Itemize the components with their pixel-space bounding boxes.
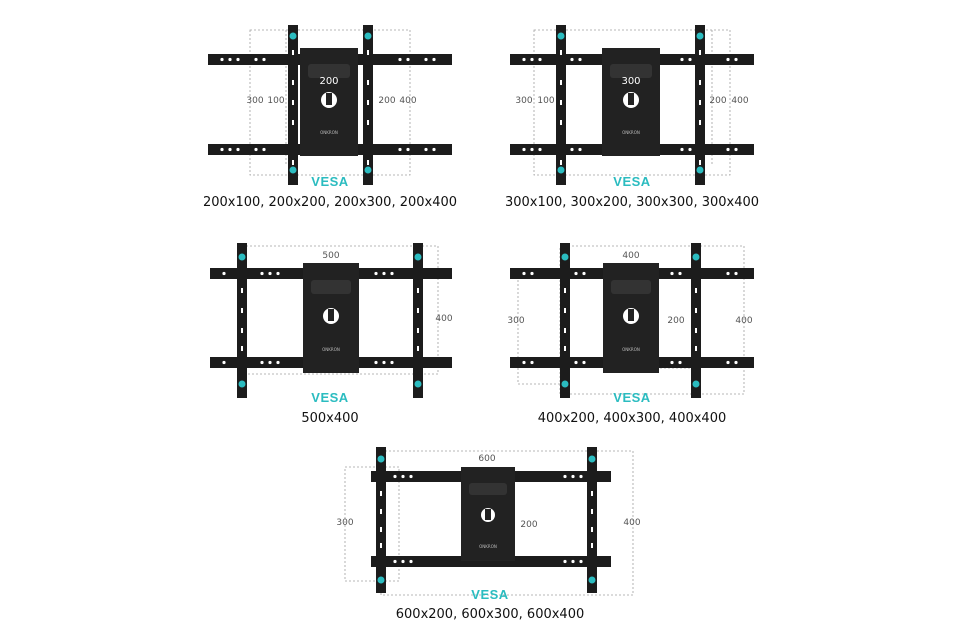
vesa-label: VESA: [311, 390, 349, 405]
screw-marker: [238, 253, 246, 261]
svg-text:ONKRON: ONKRON: [622, 130, 640, 135]
svg-text:ONKRON: ONKRON: [322, 347, 340, 352]
dim-label: 300: [515, 96, 532, 106]
screw-marker: [561, 253, 569, 261]
mount-diagram-2: ONKRON 300 300 100 200 400: [510, 25, 754, 185]
dim-label: 600: [478, 454, 495, 464]
vesa-label: VESA: [471, 587, 509, 602]
dim-label: 100: [267, 96, 284, 106]
screw-marker: [588, 455, 596, 463]
screw-marker: [377, 455, 385, 463]
screw-marker: [364, 166, 372, 174]
left-arm: [237, 243, 247, 398]
dim-label: 400: [623, 518, 640, 528]
sizes-label: 200x100, 200x200, 200x300, 200x400: [202, 195, 458, 210]
sizes-label: 500x400: [301, 411, 359, 426]
mount-diagram-5: ONKRON 600 300 200 400: [336, 447, 641, 596]
dim-label: 300: [621, 76, 640, 87]
vesa-label: VESA: [311, 174, 349, 189]
dim-label: 400: [399, 96, 416, 106]
screw-marker: [364, 32, 372, 40]
bottom-rail: [371, 556, 611, 567]
screw-marker: [696, 166, 704, 174]
dim-label: 400: [622, 251, 639, 261]
screw-marker: [414, 253, 422, 261]
dim-label: 300: [507, 316, 524, 326]
vesa-label: VESA: [613, 390, 651, 405]
dim-label: 400: [435, 314, 452, 324]
right-arm: [691, 243, 701, 398]
dim-label: 200: [667, 316, 684, 326]
screw-marker: [289, 166, 297, 174]
screw-marker: [561, 380, 569, 388]
screw-marker: [692, 253, 700, 261]
vesa-panel-4: ONKRON 400 300 200 400 VESA 400x200, 400…: [502, 238, 762, 428]
dim-label: 300: [336, 518, 353, 528]
dim-label: 200: [378, 96, 395, 106]
vesa-panel-1: ONKRON 200 300 100 200 400 VESA 200x100,…: [200, 20, 460, 220]
mount-diagram-1: ONKRON 200 300 100 200 400: [208, 25, 452, 185]
dim-label: 200: [520, 520, 537, 530]
mount-diagram-4: ONKRON 400 300 200 400: [507, 243, 754, 398]
right-arm: [587, 447, 597, 593]
mount-diagram-3: ONKRON 500 400: [210, 243, 453, 398]
vesa-panel-2: ONKRON 300 300 100 200 400 VESA 300x100,…: [502, 20, 762, 220]
screw-marker: [692, 380, 700, 388]
screw-marker: [588, 576, 596, 584]
svg-text:ONKRON: ONKRON: [622, 347, 640, 352]
dim-label: 300: [246, 96, 263, 106]
left-arm: [560, 243, 570, 398]
svg-text:ONKRON: ONKRON: [320, 130, 338, 135]
sizes-label: 400x200, 400x300, 400x400: [537, 411, 727, 426]
right-arm: [413, 243, 423, 398]
screw-marker: [238, 380, 246, 388]
screw-marker: [377, 576, 385, 584]
left-arm: [376, 447, 386, 593]
svg-text:ONKRON: ONKRON: [479, 544, 497, 549]
screw-marker: [696, 32, 704, 40]
vesa-label: VESA: [613, 174, 651, 189]
dim-label: 500: [322, 251, 339, 261]
dim-label: 400: [735, 316, 752, 326]
sizes-label: 600x200, 600x300, 600x400: [395, 607, 585, 622]
screw-marker: [557, 166, 565, 174]
screw-marker: [414, 380, 422, 388]
dim-label: 100: [537, 96, 554, 106]
dim-label: 200: [709, 96, 726, 106]
screw-marker: [557, 32, 565, 40]
vesa-panel-3: ONKRON 500 400 VESA 500x400: [200, 238, 460, 428]
sizes-label: 300x100, 300x200, 300x300, 300x400: [504, 195, 760, 210]
vesa-panel-5: ONKRON 600 300 200 400 VESA 600x200, 600…: [335, 443, 645, 635]
dim-label: 200: [319, 76, 338, 87]
dim-label: 400: [731, 96, 748, 106]
screw-marker: [289, 32, 297, 40]
